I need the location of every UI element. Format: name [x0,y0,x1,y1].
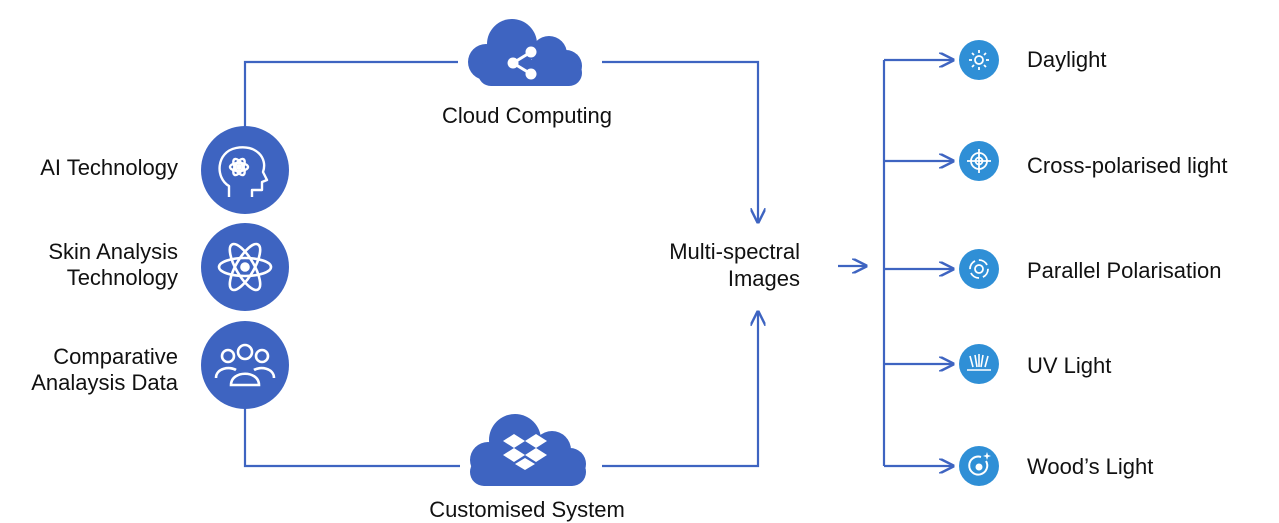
center-label-line2: Images [727,266,800,291]
output-label-cross-polarised: Cross-polarised light [1027,153,1228,178]
output-uv-node [959,344,999,384]
output-label-parallel: Parallel Polarisation [1027,258,1222,283]
center-label-line1: Multi-spectral [669,239,800,264]
connector-lines [243,60,953,468]
atom-icon [217,242,273,292]
users-icon [214,343,276,387]
ai-head-icon [218,146,269,197]
target-icon [967,149,991,173]
output-parallel-node [959,249,999,289]
output-daylight-node [959,40,999,80]
ai-technology-label: AI Technology [40,155,178,180]
comparative-data-label: Comparative Analaysis Data [31,344,178,395]
arrow-cloud-to-center [602,60,758,222]
output-cross-polarised-node [959,141,999,181]
share-icon [507,46,537,80]
dropbox-icon [503,434,547,470]
connector-left-bottom [243,392,460,468]
sparkle-circle-icon [968,452,991,476]
skin-analysis-node [201,223,289,311]
arrow-system-to-center [602,312,758,468]
comparative-data-node [201,321,289,409]
ai-technology-node [201,126,289,214]
cloud-computing-label: Cloud Computing [442,103,612,128]
output-label-woods: Wood’s Light [1027,454,1154,479]
sun-icon [969,50,989,70]
output-woods-node [959,446,999,486]
connector-left-top [243,60,458,138]
cloud-computing-node [468,19,582,86]
output-label-uv: UV Light [1027,353,1112,378]
uv-light-icon [967,354,991,371]
skin-analysis-label: Skin Analysis Technology [48,239,178,290]
output-label-daylight: Daylight [1027,47,1107,72]
cloud-icon [470,414,586,486]
focus-circle-icon [969,259,989,279]
customised-system-node [470,414,586,486]
cloud-icon [468,19,582,86]
customised-system-label: Customised System [429,497,625,522]
